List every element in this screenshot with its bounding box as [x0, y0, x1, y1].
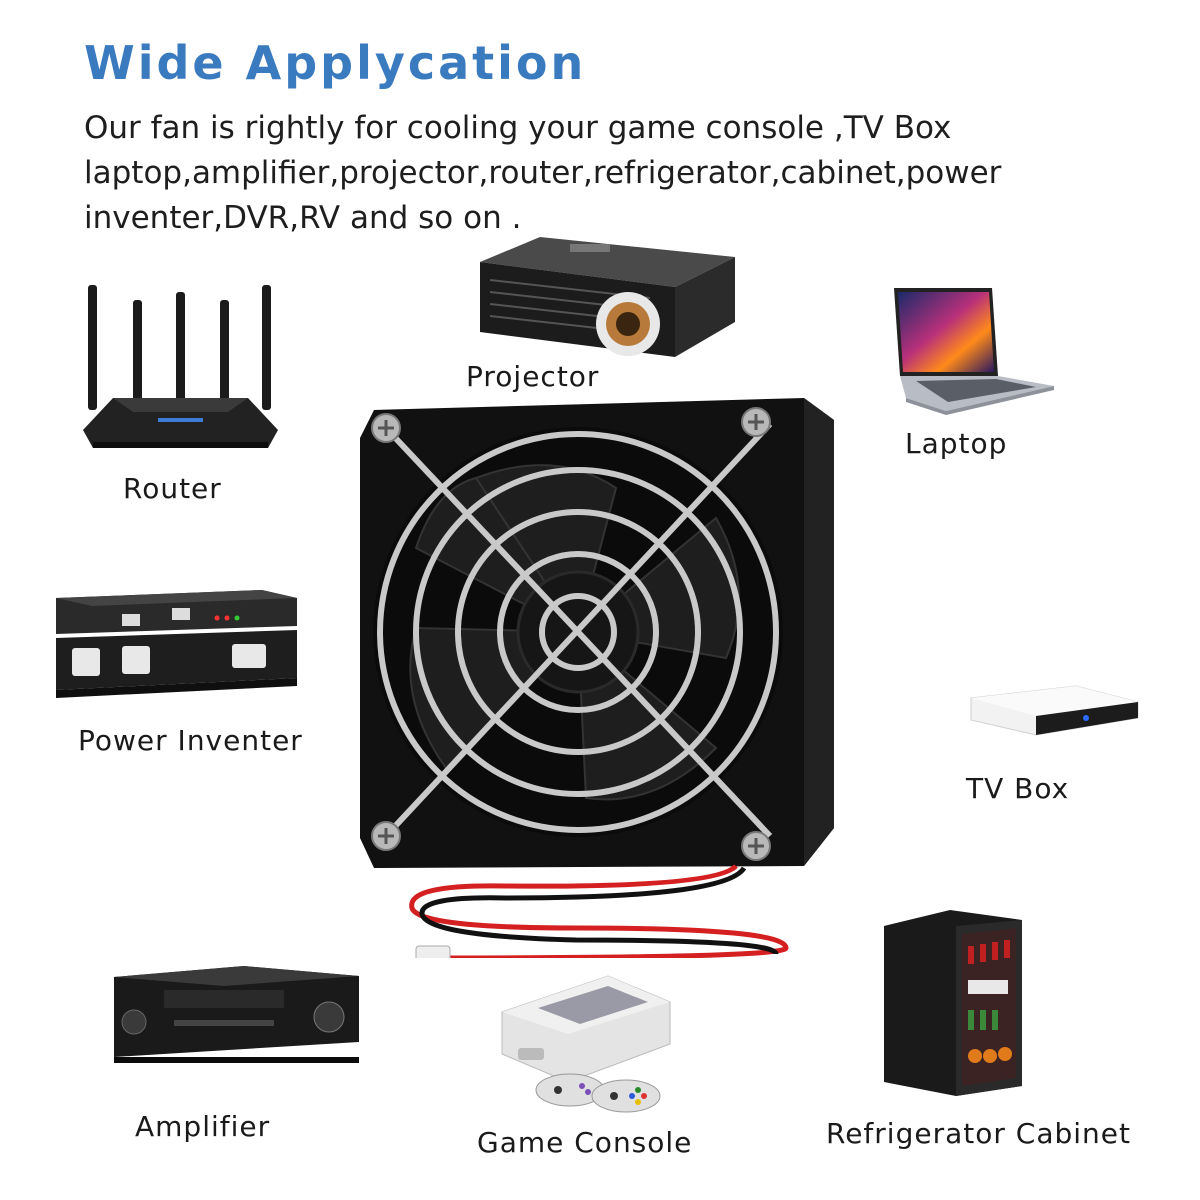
router-label: Router [123, 472, 222, 505]
amplifier-label: Amplifier [135, 1110, 271, 1143]
tv-box-icon [966, 680, 1142, 740]
projector-icon [470, 232, 745, 367]
amplifier-icon [104, 962, 364, 1072]
refrigerator-icon [880, 906, 1025, 1098]
tv-box-label: TV Box [966, 772, 1070, 805]
game-console-icon [498, 972, 674, 1120]
router-icon [78, 280, 283, 455]
cooling-fan-icon [356, 388, 846, 958]
projector-label: Projector [466, 360, 600, 393]
refrigerator-cabinet-label: Refrigerator Cabinet [826, 1117, 1131, 1150]
power-inventer-label: Power Inventer [78, 724, 303, 757]
page-description: Our fan is rightly for cooling your game… [84, 110, 1002, 236]
page-title: Wide Applycation [84, 36, 587, 90]
laptop-label: Laptop [905, 427, 1008, 460]
laptop-icon [886, 286, 1058, 416]
game-console-label: Game Console [477, 1126, 693, 1159]
power-inventer-icon [52, 586, 307, 701]
